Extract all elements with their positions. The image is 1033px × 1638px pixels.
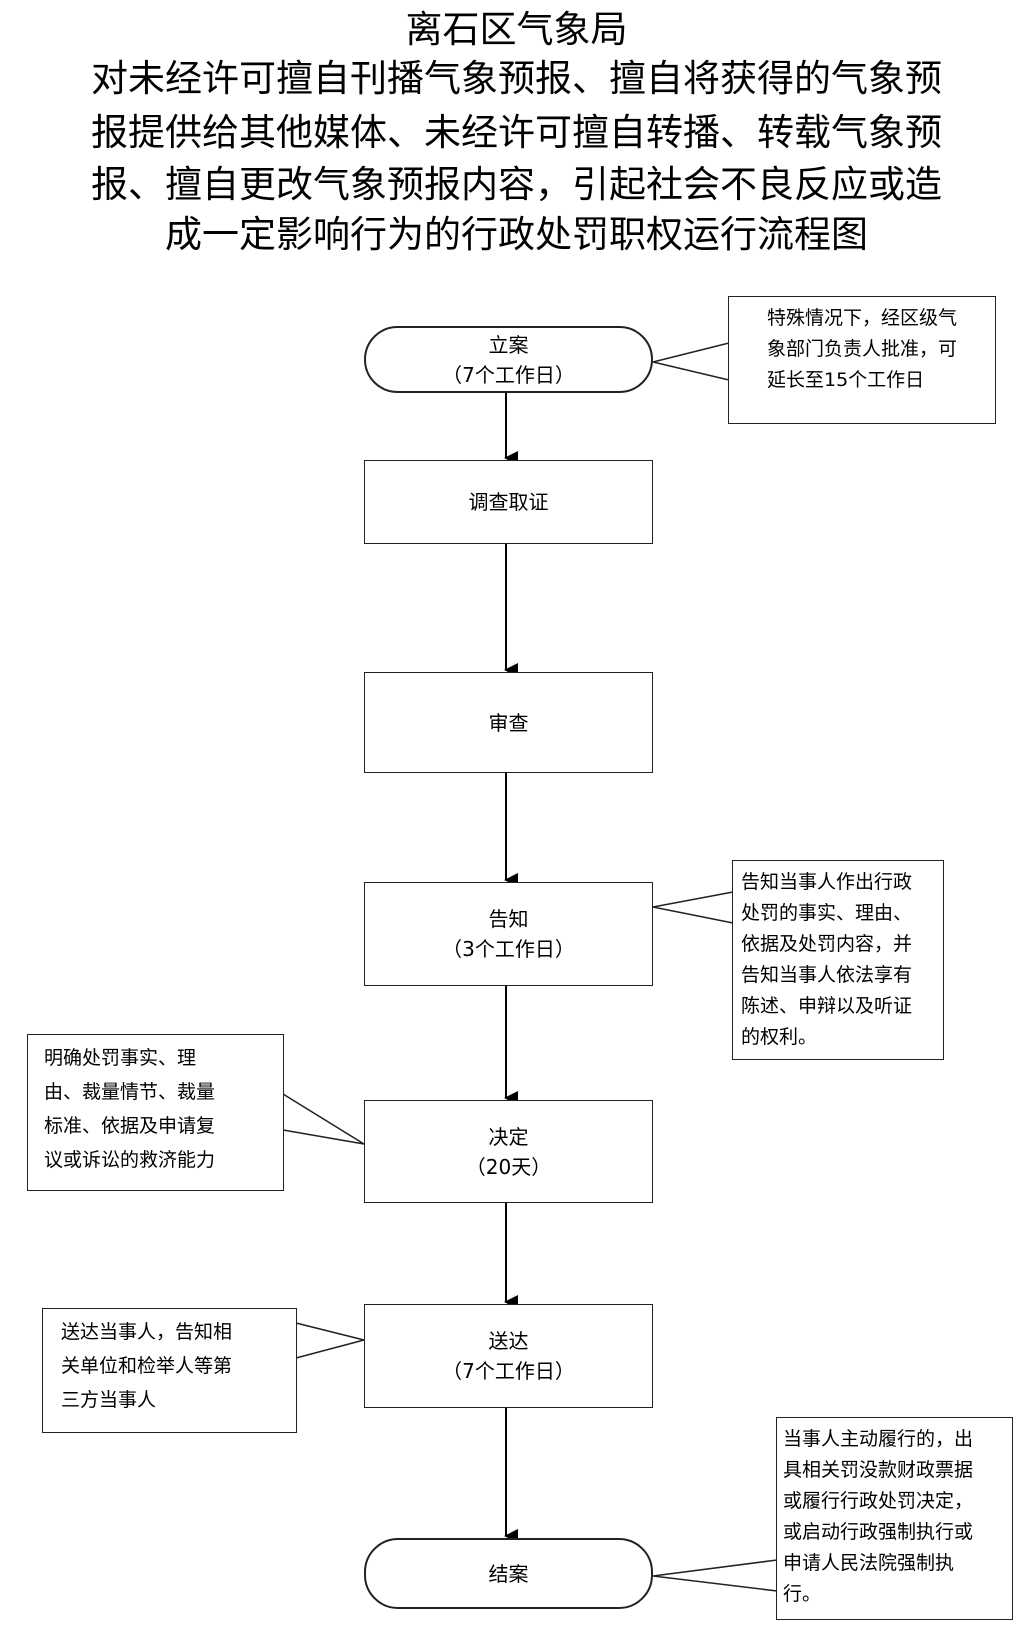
step-review: 审查 xyxy=(364,672,653,773)
step-filing-duration: （7个工作日） xyxy=(442,362,575,387)
title-line-4: 成一定影响行为的行政处罚职权运行流程图 xyxy=(165,213,868,256)
step-investigation: 调查取证 xyxy=(364,460,653,544)
callout-pointer-decision xyxy=(282,1093,365,1145)
note-notify-content: 告知当事人作出行政 处罚的事实、理由、 依据及处罚内容，并 告知当事人依法享有 … xyxy=(732,860,944,1060)
step-notify: 告知 （3个工作日） xyxy=(364,882,653,986)
step-filing: 立案 （7个工作日） xyxy=(364,326,653,393)
step-delivery: 送达 （7个工作日） xyxy=(364,1304,653,1408)
step-review-label: 审查 xyxy=(488,710,529,735)
title-line-3: 报、擅自更改气象预报内容，引起社会不良反应或造 xyxy=(91,163,942,206)
note-decision-content: 明确处罚事实、理 由、裁量情节、裁量 标准、依据及申请复 议或诉讼的救济能力 xyxy=(27,1034,284,1191)
callout-pointer-close xyxy=(652,1559,778,1592)
step-close: 结案 xyxy=(364,1538,653,1609)
callout-pointer-filing xyxy=(652,342,730,381)
step-investigation-label: 调查取证 xyxy=(468,490,549,514)
step-decision-label: 决定 xyxy=(488,1124,529,1149)
callout-pointer-notify xyxy=(652,891,734,924)
step-delivery-duration: （7个工作日） xyxy=(442,1359,575,1383)
step-notify-label: 告知 xyxy=(488,907,529,931)
title-line-2: 报提供给其他媒体、未经许可擅自转播、转载气象预 xyxy=(91,111,942,154)
note-delivery-content: 送达当事人，告知相 关单位和检举人等第 三方当事人 xyxy=(42,1308,297,1433)
note-close-content: 当事人主动履行的，出 具相关罚没款财政票据 或履行行政处罚决定， 或启动行政强制… xyxy=(776,1417,1013,1620)
step-filing-label: 立案 xyxy=(488,332,529,357)
step-decision-duration: （20天） xyxy=(465,1154,552,1179)
title-line-1: 对未经许可擅自刊播气象预报、擅自将获得的气象预 xyxy=(91,57,942,100)
callout-pointer-delivery xyxy=(295,1322,365,1359)
step-close-label: 结案 xyxy=(488,1561,529,1586)
organization-name: 离石区气象局 xyxy=(405,8,628,51)
step-notify-duration: （3个工作日） xyxy=(442,937,575,961)
note-filing-extension: 特殊情况下，经区级气 象部门负责人批准，可 延长至15个工作日 xyxy=(728,296,996,424)
step-decision: 决定 （20天） xyxy=(364,1100,653,1203)
step-delivery-label: 送达 xyxy=(488,1329,529,1353)
